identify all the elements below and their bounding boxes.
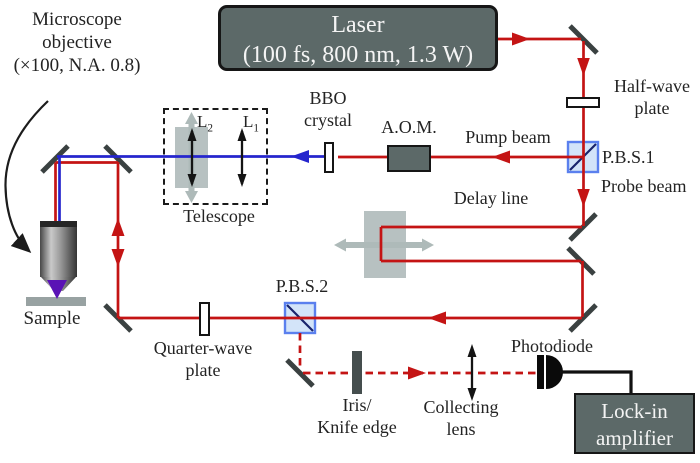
half-wave-plate-label: Half-wave plate bbox=[614, 76, 690, 118]
sample-label: Sample bbox=[23, 308, 81, 329]
half-wave-plate-icon bbox=[566, 97, 600, 108]
telescope-dashed-box bbox=[163, 108, 268, 205]
laser-box: Laser (100 fs, 800 nm, 1.3 W) bbox=[218, 5, 498, 71]
microscope-objective-icon bbox=[40, 221, 77, 299]
mirror-icon bbox=[568, 303, 598, 333]
sample-bar bbox=[26, 297, 86, 306]
focus-cone bbox=[47, 280, 67, 299]
red-beam-path bbox=[54, 32, 590, 325]
aom-box bbox=[387, 145, 431, 172]
arrowhead bbox=[111, 218, 125, 236]
bbo-crystal-icon bbox=[324, 142, 334, 173]
microscope-objective-label: Microscope objective (×100, N.A. 0.8) bbox=[13, 9, 141, 77]
lens1-label: L1 bbox=[243, 112, 259, 135]
photodiode-label: Photodiode bbox=[510, 336, 594, 356]
arrowhead bbox=[111, 249, 125, 267]
iris-knife-edge-label: Iris/ Knife edge bbox=[317, 395, 397, 437]
arrowhead bbox=[428, 311, 446, 325]
detection-beam-path bbox=[298, 333, 537, 380]
arrowhead bbox=[291, 150, 309, 163]
aom-label: A.O.M. bbox=[381, 117, 437, 137]
lock-in-amplifier-box: Lock-in amplifier bbox=[574, 393, 695, 454]
mirror-icon bbox=[568, 24, 599, 55]
arrowhead bbox=[492, 150, 510, 164]
pbs1-label: P.B.S.1 bbox=[602, 147, 655, 167]
signal-wire bbox=[560, 370, 633, 395]
bbo-label: BBO crystal bbox=[304, 88, 352, 130]
arrowhead bbox=[577, 189, 590, 207]
mirror-icon bbox=[568, 212, 598, 242]
arrowhead bbox=[408, 366, 426, 380]
lens2-label: L2 bbox=[197, 112, 213, 135]
collecting-lens-label: Collecting lens bbox=[423, 397, 499, 439]
delay-line-label: Delay line bbox=[453, 188, 529, 208]
mirror-icon bbox=[40, 144, 70, 174]
arrowhead bbox=[512, 32, 530, 46]
mirror-icon bbox=[285, 358, 315, 388]
pbs2-label: P.B.S.2 bbox=[275, 276, 329, 296]
iris-knife-edge-icon bbox=[352, 351, 362, 394]
laser-specs: (100 fs, 800 nm, 1.3 W) bbox=[242, 41, 474, 68]
telescope-label: Telescope bbox=[183, 206, 255, 226]
quarter-wave-plate-icon bbox=[199, 302, 210, 336]
objective-pointer-arrow bbox=[4, 100, 49, 253]
mirror-icon bbox=[103, 144, 133, 174]
pump-beam-label: Pump beam bbox=[465, 127, 551, 147]
quarter-wave-plate-label: Quarter-wave plate bbox=[153, 338, 253, 380]
arrowhead bbox=[577, 58, 590, 76]
delay-motion-arrow bbox=[334, 238, 434, 252]
probe-beam-label: Probe beam bbox=[601, 176, 687, 196]
photodiode-icon bbox=[537, 355, 563, 389]
laser-title: Laser bbox=[331, 12, 385, 38]
lens1-icon bbox=[237, 128, 247, 187]
collecting-lens-icon bbox=[467, 344, 477, 401]
lens2-icon bbox=[187, 128, 197, 187]
